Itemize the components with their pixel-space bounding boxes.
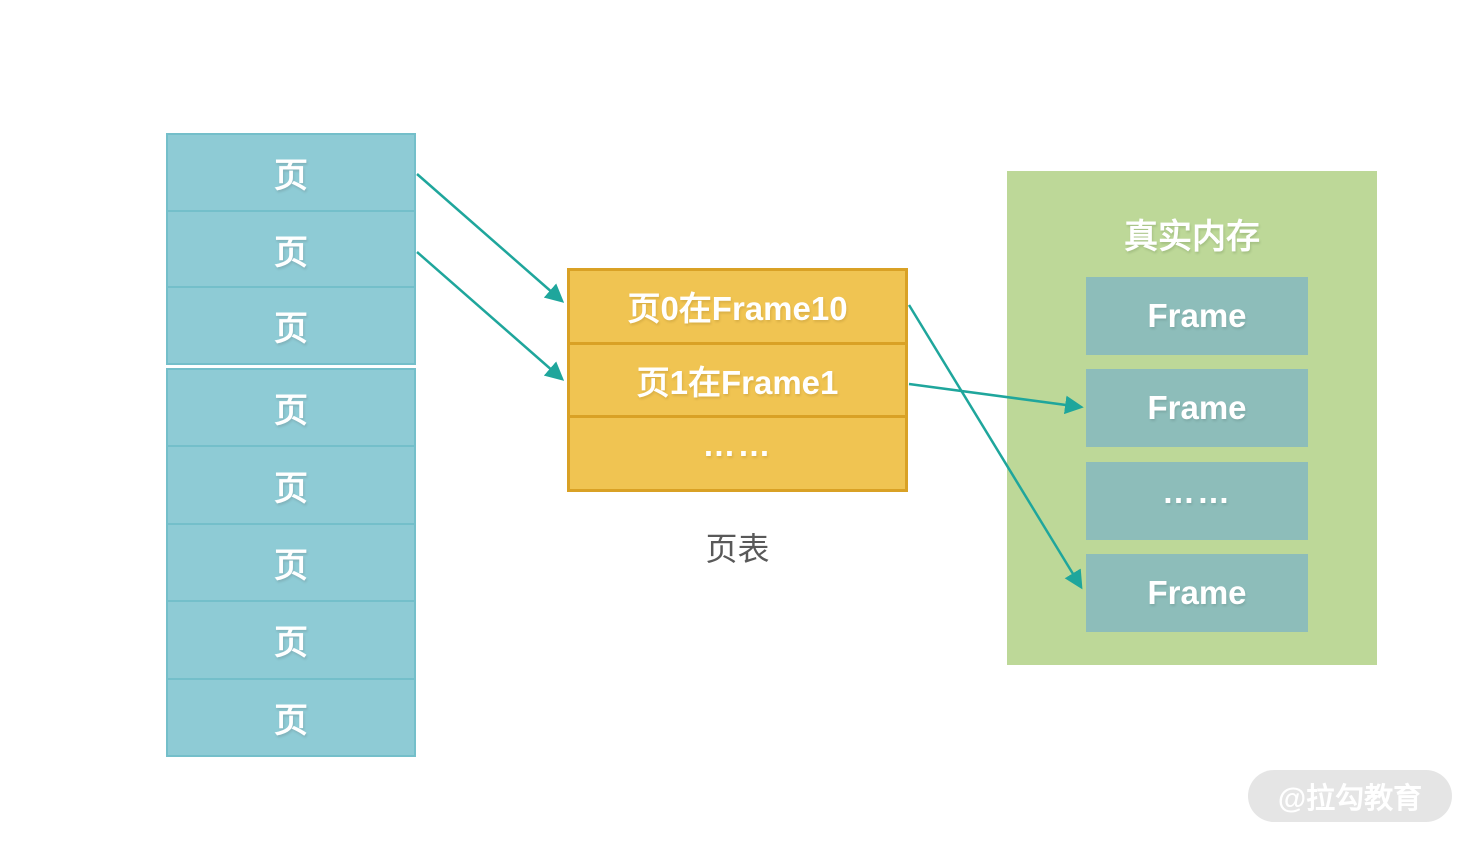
arrow-page1-to-table-row1 bbox=[416, 251, 565, 381]
page-box: 页 bbox=[166, 368, 416, 448]
frame-box: Frame bbox=[1086, 554, 1308, 632]
page-column-group-top: 页 页 页 bbox=[166, 133, 416, 366]
page-table: 页0在Frame10 页1在Frame1 …… bbox=[567, 268, 908, 492]
ellipsis-text: …… bbox=[1162, 473, 1232, 510]
frame-box: Frame bbox=[1086, 369, 1308, 447]
real-memory-title: 真实内存 bbox=[1124, 218, 1260, 256]
watermark-badge: @拉勾教育 bbox=[1248, 770, 1452, 822]
ellipsis-text: …… bbox=[702, 425, 773, 463]
page-box: 页 bbox=[166, 133, 416, 212]
page-table-row-ellipsis: …… bbox=[570, 415, 905, 489]
page-box: 页 bbox=[166, 677, 416, 758]
frame-box-ellipsis: …… bbox=[1086, 462, 1308, 540]
page-table-row: 页1在Frame1 bbox=[570, 341, 905, 416]
page-box: 页 bbox=[166, 522, 416, 603]
page-table-caption: 页表 bbox=[705, 531, 770, 567]
page-column-group-bottom: 页 页 页 页 页 bbox=[166, 368, 416, 758]
frame-box: Frame bbox=[1086, 277, 1308, 355]
page-box: 页 bbox=[166, 445, 416, 525]
page-box: 页 bbox=[166, 600, 416, 680]
arrow-page0-to-table-row0 bbox=[416, 173, 565, 303]
page-box: 页 bbox=[166, 209, 416, 289]
page-box: 页 bbox=[166, 286, 416, 366]
page-table-row: 页0在Frame10 bbox=[627, 290, 848, 328]
real-memory-panel: 真实内存 Frame Frame …… Frame bbox=[1007, 171, 1377, 665]
